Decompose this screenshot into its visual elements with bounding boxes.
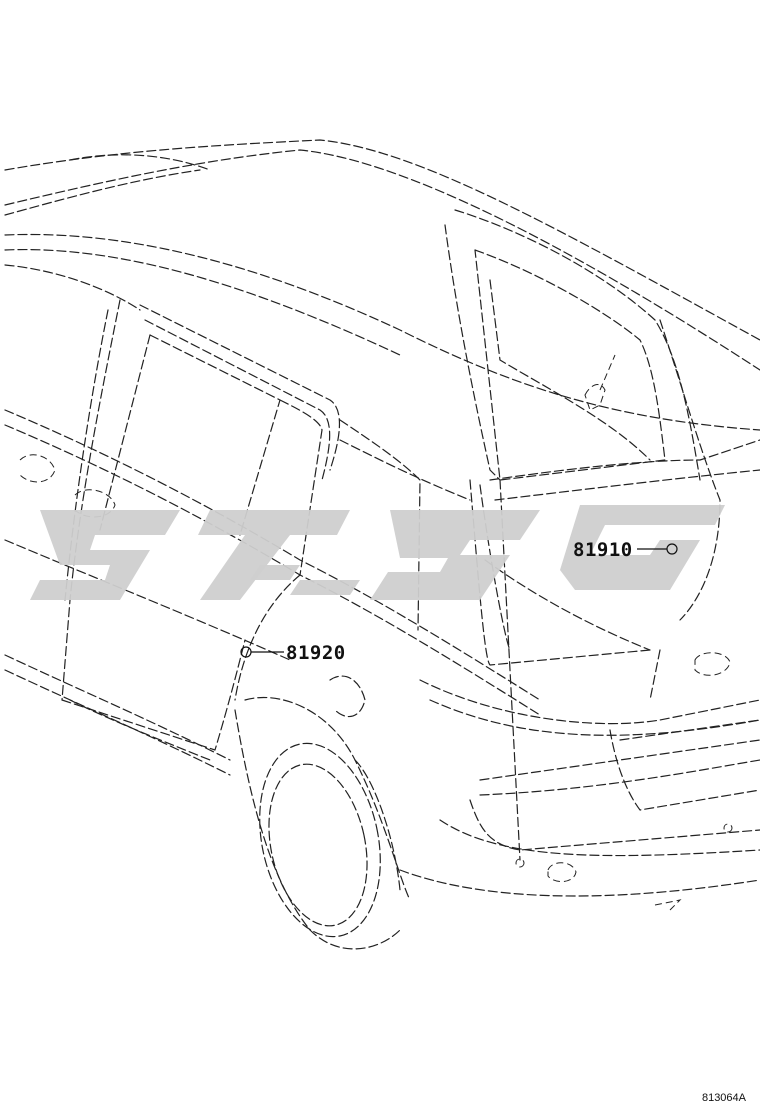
rear-hatch — [444, 209, 760, 861]
callout-81910: 81910 — [573, 539, 678, 561]
roof-outline — [4, 139, 760, 431]
callout-81920: 81920 — [240, 642, 346, 664]
watermark-logo — [30, 505, 725, 600]
part-number-81920: 81920 — [286, 642, 346, 664]
rear-wheel — [234, 696, 411, 950]
figure-id: 813064A — [701, 1092, 746, 1104]
rear-bumper — [329, 649, 760, 911]
side-body — [4, 264, 541, 776]
part-number-81910: 81910 — [573, 539, 633, 561]
